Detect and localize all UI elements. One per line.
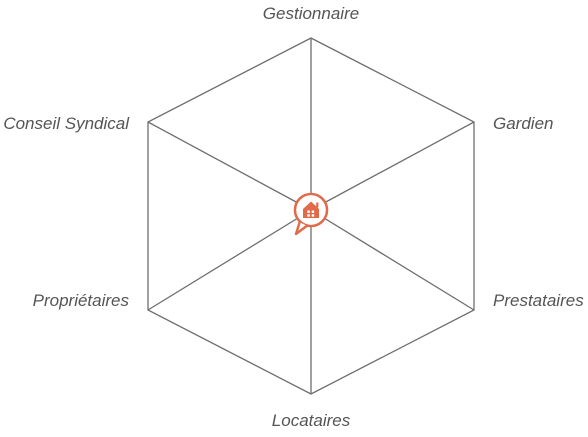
node-label-prestataires: Prestataires: [493, 291, 584, 310]
node-label-proprietaires: Propriétaires: [32, 291, 129, 310]
node-label-gardien: Gardien: [493, 114, 554, 133]
house-chat-bubble-icon: [293, 192, 329, 236]
spoke-bottom-left: [147, 209, 312, 311]
spoke-bottom-right: [310, 209, 475, 311]
node-label-conseil-syndical: Conseil Syndical: [3, 114, 129, 133]
node-label-locataires: Locataires: [271, 411, 351, 430]
node-label-gestionnaire: Gestionnaire: [262, 4, 360, 23]
spoke-top-left: [147, 121, 312, 211]
spoke-top-right: [310, 121, 475, 211]
